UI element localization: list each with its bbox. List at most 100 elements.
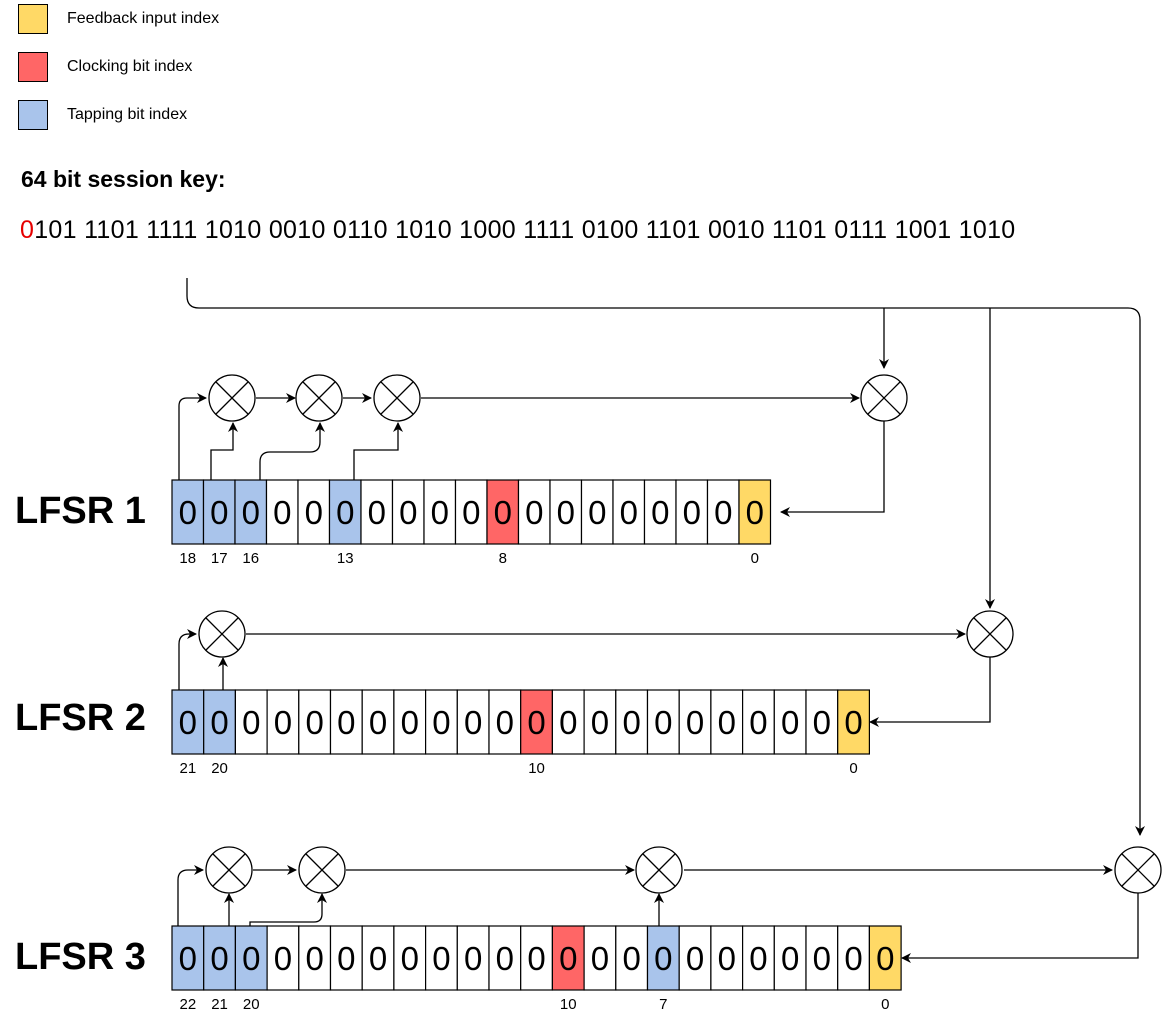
lfsr-2-bit-17: 0 bbox=[305, 704, 323, 741]
key-distribution-wires bbox=[186, 278, 1145, 836]
xor-gate-lfsr1-key bbox=[860, 374, 908, 422]
legend-swatch-tapping bbox=[18, 100, 48, 130]
lfsr-2-cell-6 bbox=[646, 689, 680, 755]
lfsr-3-cell-9 bbox=[583, 925, 617, 991]
lfsr-2-bit-6: 0 bbox=[654, 704, 672, 741]
lfsr-3-index-label: 22 bbox=[180, 996, 197, 1013]
lfsr-2-cell-18 bbox=[266, 689, 300, 755]
lfsr-3-wires bbox=[177, 865, 1139, 963]
lfsr-1-bit-7: 0 bbox=[525, 494, 543, 531]
legend-label-tapping: Tapping bit index bbox=[67, 106, 188, 123]
lfsr-2-bit-5: 0 bbox=[686, 704, 704, 741]
lfsr-3-index-label: 10 bbox=[560, 996, 577, 1013]
lfsr-1-bit-16: 0 bbox=[242, 494, 260, 531]
lfsr-3-cell-16 bbox=[361, 925, 395, 991]
lfsr-3-cell-18 bbox=[298, 925, 332, 991]
xor-gates bbox=[198, 374, 1162, 894]
lfsr-2-bit-14: 0 bbox=[401, 704, 419, 741]
lfsr-1-index-label: 8 bbox=[499, 550, 507, 567]
lfsr-2-bit-11: 0 bbox=[496, 704, 514, 741]
lfsr-2-index-label: 10 bbox=[528, 760, 545, 777]
lfsr-3-cell-12 bbox=[488, 925, 522, 991]
lfsr-1-index-label: 0 bbox=[751, 550, 759, 567]
lfsr-2-cell-2 bbox=[773, 689, 807, 755]
lfsr-2-cell-9 bbox=[551, 689, 585, 755]
legend-swatch-clocking bbox=[18, 52, 48, 82]
lfsr-3-bit-12: 0 bbox=[496, 940, 514, 977]
lfsr-3-cell-15 bbox=[393, 925, 427, 991]
lfsr-2-cell-21 bbox=[171, 689, 205, 755]
session-key-bits: 0101 1101 1111 1010 0010 0110 1010 1000 … bbox=[20, 216, 1015, 245]
lfsr-3-bit-19: 0 bbox=[274, 940, 292, 977]
lfsr-2-cell-14 bbox=[393, 689, 427, 755]
lfsr-1-bit-9: 0 bbox=[462, 494, 480, 531]
lfsr-1-bit-3: 0 bbox=[651, 494, 669, 531]
lfsr-2-bit-12: 0 bbox=[464, 704, 482, 741]
lfsr-1-cell-9 bbox=[454, 479, 488, 545]
lfsr-2-cell-7 bbox=[615, 689, 649, 755]
xor-gate-lfsr3-key bbox=[1114, 846, 1162, 894]
lfsr-1-bit-5: 0 bbox=[588, 494, 606, 531]
lfsr-1-cell-11 bbox=[391, 479, 425, 545]
lfsr-1-cell-18 bbox=[171, 479, 205, 545]
session-key-rest: 101 1101 1111 1010 0010 0110 1010 1000 1… bbox=[34, 216, 1016, 244]
lfsr-1-wires bbox=[178, 393, 885, 517]
lfsr-1-cell-5 bbox=[580, 479, 614, 545]
session-key-heading: 64 bit session key: bbox=[21, 166, 226, 192]
lfsr-1-cell-0 bbox=[738, 479, 772, 545]
xor-gate-lfsr1-a bbox=[208, 374, 256, 422]
xor-gate-lfsr3-a bbox=[205, 846, 253, 894]
lfsr-3-bit-13: 0 bbox=[464, 940, 482, 977]
lfsr-2-label: LFSR 2 bbox=[15, 697, 146, 739]
lfsr-1-cell-13 bbox=[328, 479, 362, 545]
lfsr-1-cell-4 bbox=[612, 479, 646, 545]
lfsr-1-cell-16 bbox=[234, 479, 268, 545]
lfsr-3-bit-21: 0 bbox=[210, 940, 228, 977]
lfsr-3-bit-1: 0 bbox=[844, 940, 862, 977]
lfsr-3-bit-7: 0 bbox=[654, 940, 672, 977]
lfsr-2-bit-7: 0 bbox=[622, 704, 640, 741]
lfsr-1-bit-13: 0 bbox=[336, 494, 354, 531]
lfsr-3-cell-11 bbox=[520, 925, 554, 991]
lfsr-3-bit-5: 0 bbox=[718, 940, 736, 977]
lfsr-3-index-label: 7 bbox=[659, 996, 667, 1013]
legend-swatch-feedback bbox=[18, 4, 48, 34]
lfsr-3-bit-16: 0 bbox=[369, 940, 387, 977]
lfsr-2-cell-16 bbox=[329, 689, 363, 755]
lfsr-1-index-label: 17 bbox=[211, 550, 228, 567]
lfsr-2-cell-10 bbox=[520, 689, 554, 755]
lfsr-1-cell-10 bbox=[423, 479, 457, 545]
lfsr-3-bit-0: 0 bbox=[876, 940, 894, 977]
lfsr-2-bit-13: 0 bbox=[432, 704, 450, 741]
lfsr-3-bit-20: 0 bbox=[242, 940, 260, 977]
lfsr-2-bit-18: 0 bbox=[274, 704, 292, 741]
lfsr-3-cell-10 bbox=[551, 925, 585, 991]
lfsr-1-cell-2 bbox=[675, 479, 709, 545]
lfsr-2-wires bbox=[178, 629, 991, 727]
lfsr-3-bit-8: 0 bbox=[622, 940, 640, 977]
lfsr-3-bit-9: 0 bbox=[591, 940, 609, 977]
lfsr-1-cell-12 bbox=[360, 479, 394, 545]
lfsr-2-bit-2: 0 bbox=[781, 704, 799, 741]
session-key-first-bit: 0 bbox=[20, 216, 35, 244]
lfsr-2-index-label: 0 bbox=[849, 760, 857, 777]
lfsr-3-cell-7 bbox=[646, 925, 680, 991]
lfsr-1-bit-8: 0 bbox=[494, 494, 512, 531]
lfsr-3-bit-11: 0 bbox=[527, 940, 545, 977]
xor-gate-lfsr3-b bbox=[298, 846, 346, 894]
lfsr-3-bit-17: 0 bbox=[337, 940, 355, 977]
lfsr-1-cell-14 bbox=[297, 479, 331, 545]
lfsr-3-cell-2 bbox=[805, 925, 839, 991]
lfsr-2-bit-0: 0 bbox=[844, 704, 862, 741]
xor-gate-lfsr3-c bbox=[635, 846, 683, 894]
xor-gate-lfsr2-a bbox=[198, 610, 246, 658]
lfsr-2-cell-13 bbox=[425, 689, 458, 755]
legend-label-clocking: Clocking bit index bbox=[67, 58, 193, 75]
lfsr-2-cell-11 bbox=[488, 689, 522, 755]
lfsr-2-bit-16: 0 bbox=[337, 704, 355, 741]
lfsr-3-index-label: 21 bbox=[211, 996, 228, 1013]
lfsr-2-bit-4: 0 bbox=[718, 704, 736, 741]
